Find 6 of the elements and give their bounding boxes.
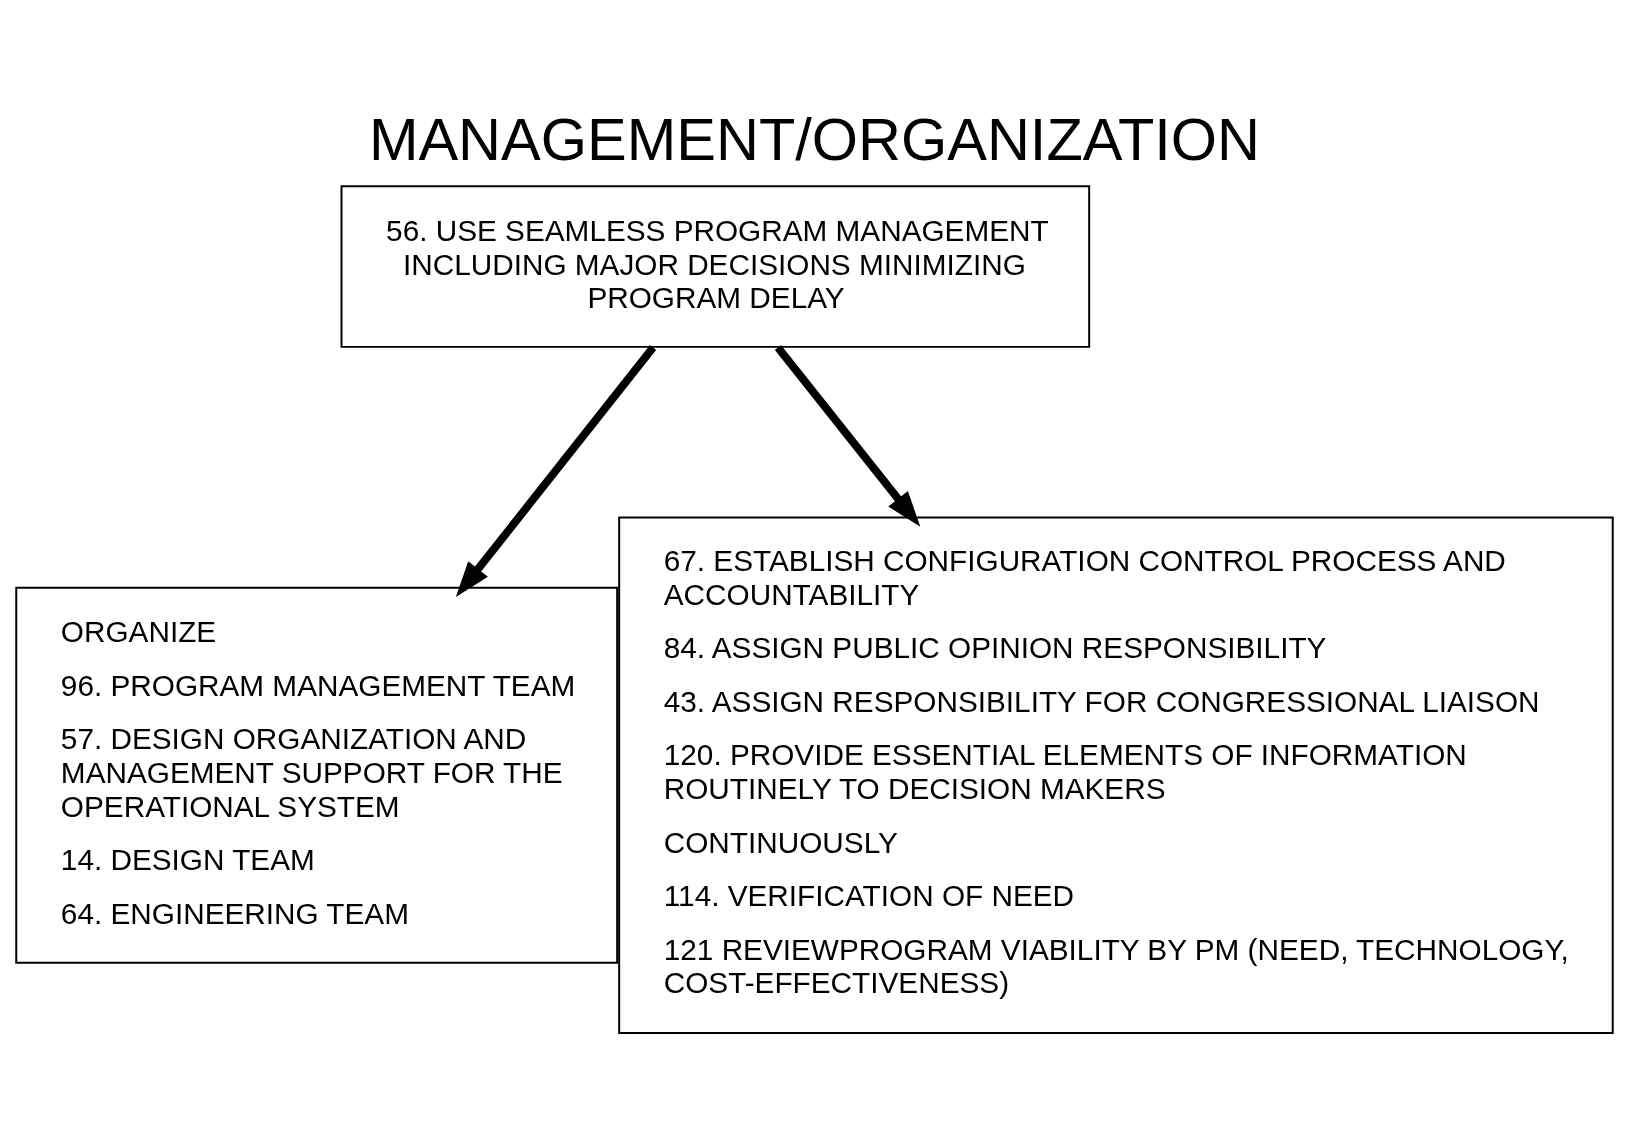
diagram-title: MANAGEMENT/ORGANIZATION — [368, 105, 1261, 173]
node-box: 67. ESTABLISH CONFIGURATION CONTROL PROCESS AND ACCOUNTABILITY 84. ASSIGN PUBLIC OPINION RESPONSIBILITY 43. ASSIGN RESPONSIBILITY FOR CONGRESSIONAL LIAISON 120. PROVIDE ESSENTIAL ELEMENTS OF INFORMATION ROUTINELY TO DECISION MAKERS CONTINUOUSLY 114. VERIFICATION OF NEED 121 REVIEWPROGRAM VIABILITY BY PM (NEED, TECHNOLOGY, COST-EFFECTIVENESS) — [618, 515, 1614, 1034]
arrow — [774, 344, 921, 527]
node-box: ORGANIZE 96. PROGRAM MANAGEMENT TEAM 57. DESIGN ORGANIZATION AND MANAGEMENT SUPPORT FOR THE OPERATIONAL SYSTEM 14. DESIGN TEAM 64. ENGINEERING TEAM — [15, 586, 619, 964]
node-box: 56. USE SEAMLESS PROGRAM MANAGEMENT INCLUDING MAJOR DECISIONS MINIMIZING PROGRAM DELAY — [340, 184, 1091, 348]
arrow — [455, 344, 657, 597]
